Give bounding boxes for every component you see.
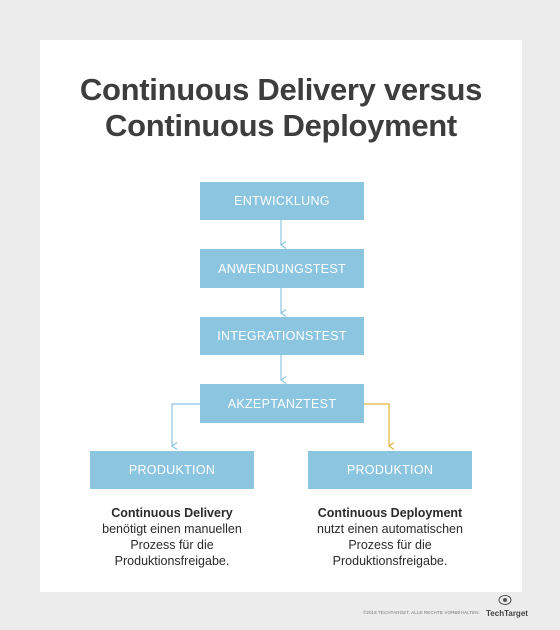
flow-connectors xyxy=(170,220,395,450)
brand-name: TechTarget xyxy=(486,609,528,618)
title-line-2: Continuous Deployment xyxy=(105,108,457,143)
production-box-delivery: PRODUKTION xyxy=(90,451,254,489)
note-deployment-line-1: nutzt einen automatischen xyxy=(317,522,463,536)
copyright-text: ©2018 TECHTARGET. ALLE RECHTE VORBEHALTE… xyxy=(362,610,480,615)
note-delivery-line-2: Prozess für die xyxy=(130,538,214,552)
infographic-card: Continuous Delivery versus Continuous De… xyxy=(40,40,522,592)
note-delivery-line-1: benötigt einen manuellen xyxy=(102,522,242,536)
step-box-integrationstest: INTEGRATIONSTEST xyxy=(200,317,364,355)
step-box-anwendungstest: ANWENDUNGSTEST xyxy=(200,249,364,288)
step-box-akzeptanztest: AKZEPTANZTEST xyxy=(200,384,364,423)
title-line-1: Continuous Delivery versus xyxy=(79,72,483,107)
note-delivery-heading: Continuous Delivery xyxy=(111,506,233,520)
note-deployment-line-2: Prozess für die xyxy=(348,538,432,552)
footer: ©2018 TECHTARGET. ALLE RECHTE VORBEHALTE… xyxy=(362,594,528,618)
note-delivery-line-3: Produktionsfreigabe. xyxy=(114,554,230,568)
connector-deployment xyxy=(362,403,395,450)
connector-delivery xyxy=(170,403,200,450)
step-box-entwicklung: ENTWICKLUNG xyxy=(200,182,364,220)
note-continuous-deployment: Continuous Deployment nutzt einen automa… xyxy=(290,505,490,569)
note-deployment-line-3: Produktionsfreigabe. xyxy=(332,554,448,568)
note-continuous-delivery: Continuous Delivery benötigt einen manue… xyxy=(72,505,272,569)
page-title: Continuous Delivery versus Continuous De… xyxy=(40,72,522,144)
note-deployment-heading: Continuous Deployment xyxy=(317,506,463,520)
production-box-deployment: PRODUKTION xyxy=(308,451,472,489)
eye-logo-icon xyxy=(498,595,512,605)
techtarget-logo: TechTarget xyxy=(486,594,528,618)
